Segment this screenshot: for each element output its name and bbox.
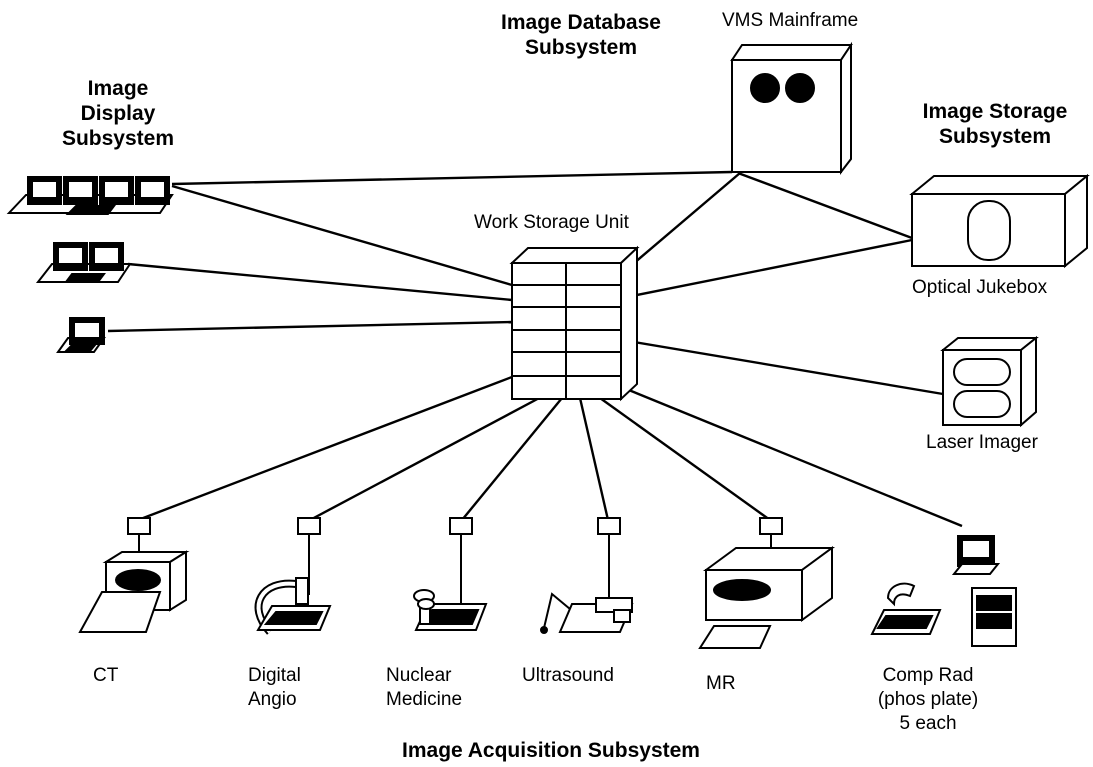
ct-label: CT xyxy=(93,665,119,686)
link-storage-angio xyxy=(309,394,544,522)
link-storage-comp-rad xyxy=(613,382,963,528)
nuclear-medicine-icon xyxy=(413,589,488,631)
link-storage-laser-imager xyxy=(621,338,944,396)
ultrasound-icon xyxy=(540,592,634,634)
display-workstation-2-monitor xyxy=(35,242,132,283)
work-storage-unit-icon xyxy=(509,245,640,402)
display-workstation-1-monitor xyxy=(56,317,106,353)
interface-box-ct xyxy=(127,517,151,552)
network-connections xyxy=(107,170,963,528)
mr-scanner-icon xyxy=(698,546,836,649)
digital-angio-icon xyxy=(254,577,332,635)
optical-jukebox-icon xyxy=(909,173,1090,269)
link-mainframe-jukebox xyxy=(737,171,913,240)
optical-jukebox-label: Optical Jukebox xyxy=(912,277,1048,298)
work-storage-unit-label: Work Storage Unit xyxy=(474,212,629,233)
link-storage-jukebox xyxy=(621,238,913,300)
interface-boxes xyxy=(127,517,783,604)
vms-mainframe-icon xyxy=(730,41,853,175)
interface-box-nuclear xyxy=(449,517,473,604)
mr-label: MR xyxy=(706,673,736,694)
ultrasound-label: Ultrasound xyxy=(522,665,614,686)
laser-imager-icon xyxy=(940,335,1039,428)
link-storage-ultrasound xyxy=(578,397,610,521)
acquisition-subsystem-title: Image Acquisition Subsystem xyxy=(402,739,700,762)
vms-mainframe-label: VMS Mainframe xyxy=(722,10,859,31)
link-storage-ct xyxy=(137,370,526,522)
link-mainframe-storage-unit xyxy=(619,172,741,276)
link-display-workstation1 xyxy=(171,184,513,287)
display-workstation-4-monitor xyxy=(6,176,174,215)
link-storage-nuclear xyxy=(461,397,563,521)
comp-rad-icon xyxy=(870,535,1017,647)
laser-imager-label: Laser Imager xyxy=(926,432,1038,453)
link-display-workstation3 xyxy=(107,320,513,333)
comp-rad-label: Comp Rad(phos plate)5 each xyxy=(877,665,979,734)
interface-box-ultrasound xyxy=(597,517,621,598)
ct-scanner-icon xyxy=(78,550,190,633)
link-storage-mr xyxy=(599,397,771,521)
interface-box-mr xyxy=(759,517,783,548)
link-display-workstation2 xyxy=(127,262,513,302)
link-display-mainframe xyxy=(171,170,733,186)
